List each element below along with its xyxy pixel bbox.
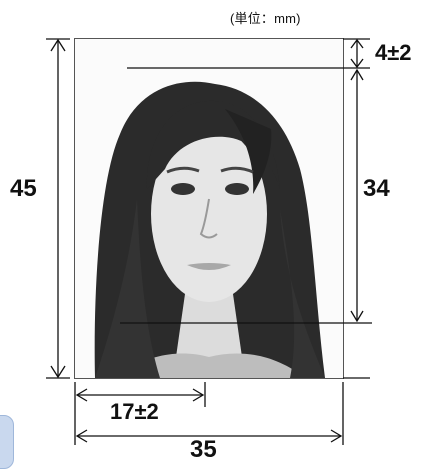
unit-note: (単位：mm)	[230, 11, 301, 26]
left-eye	[171, 183, 195, 195]
face-height-label: 34	[363, 175, 390, 202]
width-arrow-left	[75, 429, 88, 443]
face-arrow-bottom	[350, 310, 364, 323]
center-arrow-right	[192, 388, 205, 402]
portrait-illustration	[94, 81, 325, 378]
top-margin-label: 4±2	[375, 40, 412, 65]
center-arrow-left	[75, 388, 88, 402]
top-margin-arrow-top	[350, 38, 364, 49]
right-eye	[225, 183, 249, 195]
clothing	[115, 353, 305, 378]
right-eyebrow	[220, 166, 254, 174]
hair-front-right	[280, 209, 325, 378]
hair-bangs-side	[225, 109, 272, 194]
height-arrow-top	[50, 38, 66, 52]
photo-height-label: 45	[10, 175, 37, 202]
photo-width-label: 35	[190, 436, 217, 463]
face-center-offset-label: 17±2	[110, 399, 159, 424]
corner-tab	[0, 415, 14, 469]
face	[151, 126, 267, 302]
hair-front-left	[95, 199, 160, 378]
top-margin-arrow-bottom	[350, 58, 364, 69]
width-arrow-right	[330, 429, 343, 443]
left-eyebrow	[166, 166, 200, 174]
portrait-photo	[74, 38, 344, 379]
nose	[199, 198, 218, 239]
mouth	[187, 263, 231, 270]
height-arrow-bottom	[50, 365, 66, 379]
face-arrow-top	[350, 68, 364, 81]
